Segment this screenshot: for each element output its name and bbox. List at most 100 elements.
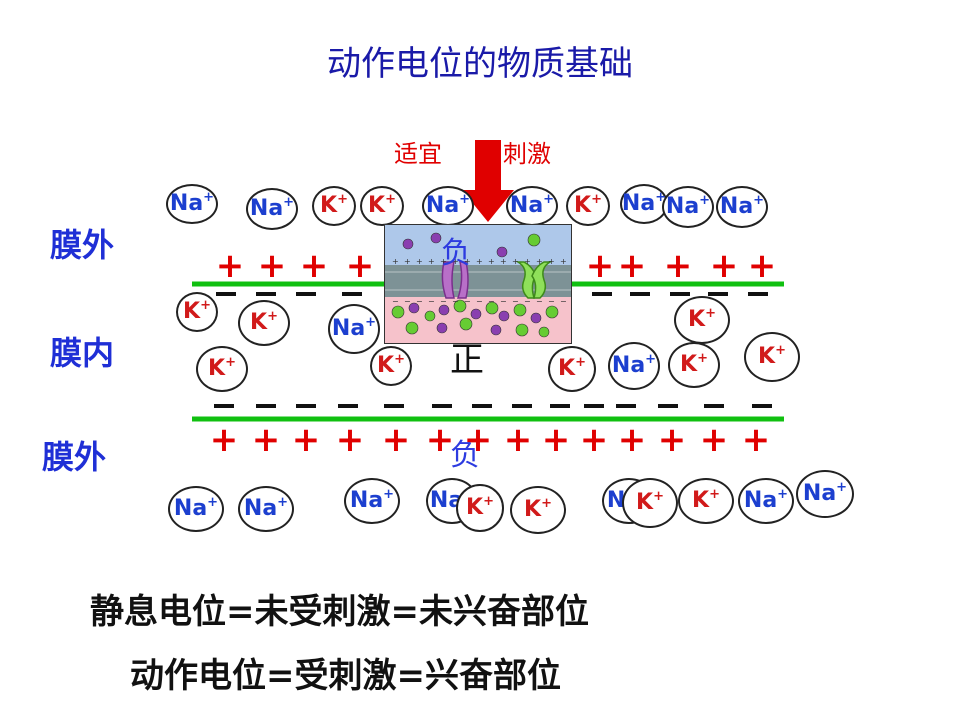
inset-minus-mark: −: [416, 297, 423, 306]
sodium-ion: Na+: [168, 486, 224, 532]
ion-label: Na+: [621, 190, 667, 216]
inset-particle: [408, 302, 420, 314]
minus-charge: [472, 404, 492, 408]
inset-plus-mark: +: [416, 257, 423, 266]
inset-plus-mark: +: [548, 257, 555, 266]
minus-charge: [384, 404, 404, 408]
minus-charges-bottom: [214, 404, 772, 408]
potassium-ion: K+: [238, 300, 290, 346]
inset-minus-mark: −: [512, 297, 519, 306]
inset-minus-mark: −: [464, 297, 471, 306]
minus-charge: [256, 404, 276, 408]
ion-channel-inset: +−+−+−+−+−+−+−+−+−+−+−+−+−+−+−: [384, 224, 572, 344]
plus-charge: +: [586, 246, 615, 286]
ion-label: Na+: [509, 192, 555, 218]
minus-charge: [216, 292, 236, 296]
inset-minus-mark: −: [428, 297, 435, 306]
inset-particle: [538, 326, 550, 338]
stimulus-arrow: [462, 140, 514, 222]
ion-label: K+: [688, 306, 716, 332]
na-channel-right: [456, 261, 469, 299]
label-outside-top: 膜外: [50, 226, 115, 264]
equation-resting: 静息电位=未受刺激=未兴奋部位: [90, 592, 589, 632]
plus-charges-bottom: ++++++++++++++: [210, 420, 771, 460]
sodium-ion: Na+: [328, 304, 380, 354]
minus-charge: [256, 292, 276, 296]
inset-particle: [438, 304, 450, 316]
potassium-ion: K+: [678, 478, 734, 524]
potassium-ion: K+: [456, 484, 504, 532]
inset-particle: [436, 322, 448, 334]
inset-plus-mark: +: [452, 257, 459, 266]
plus-charge: +: [742, 420, 771, 460]
inset-particle: [513, 303, 527, 317]
inset-minus-mark: −: [500, 297, 507, 306]
ion-label: K+: [680, 351, 708, 377]
negative-label-inset: 负: [441, 236, 471, 271]
potassium-ion: K+: [510, 486, 566, 534]
inset-particle: [405, 321, 419, 335]
inset-minus-mark: −: [536, 297, 543, 306]
minus-charge: [616, 404, 636, 408]
sodium-ion: Na+: [166, 184, 218, 224]
inset-particle: [459, 317, 473, 331]
minus-charge: [670, 292, 690, 296]
inset-particle: [527, 233, 541, 247]
plus-charge: +: [748, 246, 777, 286]
plus-charge: +: [700, 420, 729, 460]
potassium-ion: K+: [176, 292, 218, 332]
potassium-ion: K+: [196, 346, 248, 392]
inset-particle: [424, 310, 436, 322]
inset-minus-mark: −: [476, 297, 483, 306]
potassium-ion: K+: [370, 346, 412, 386]
plus-charge: +: [658, 420, 687, 460]
equation-action: 动作电位=受刺激=兴奋部位: [130, 656, 561, 696]
potassium-ion: K+: [674, 296, 730, 344]
minus-charge: [584, 404, 604, 408]
inset-plus-mark: +: [536, 257, 543, 266]
inset-minus-mark: −: [404, 297, 411, 306]
inset-plus-mark: +: [392, 257, 399, 266]
inset-plus-mark: +: [560, 257, 567, 266]
plus-charge: +: [618, 420, 647, 460]
plus-charges-top: +++++++++: [216, 246, 777, 286]
negative-label-outside: 负: [450, 438, 480, 473]
sodium-ion: Na+: [238, 486, 294, 532]
sodium-ion: Na+: [662, 186, 714, 228]
plus-charge: +: [210, 420, 239, 460]
plus-charge: +: [292, 420, 321, 460]
label-outside-bottom: 膜外: [42, 438, 107, 476]
ion-label: Na+: [349, 487, 395, 513]
minus-charge: [342, 292, 362, 296]
plus-charge: +: [300, 246, 329, 286]
ion-label: K+: [208, 355, 236, 381]
ion-label: Na+: [719, 193, 765, 219]
sodium-ion: Na+: [716, 186, 768, 228]
minus-charge: [512, 404, 532, 408]
inset-particle: [430, 232, 442, 244]
potassium-ion: K+: [566, 186, 610, 226]
inset-minus-mark: −: [452, 297, 459, 306]
minus-charge: [296, 404, 316, 408]
ion-label: Na+: [331, 315, 377, 341]
inset-plus-mark: +: [464, 257, 471, 266]
minus-charge: [704, 404, 724, 408]
inset-minus-mark: −: [524, 297, 531, 306]
inset-particle: [402, 238, 414, 250]
sodium-ion: Na+: [344, 478, 400, 524]
ion-label: K+: [758, 343, 786, 369]
stimulus-label-right: 刺激: [503, 140, 551, 168]
minus-charge: [550, 404, 570, 408]
inset-plus-mark: +: [524, 257, 531, 266]
minus-charge: [748, 292, 768, 296]
minus-charge: [592, 292, 612, 296]
inset-plus-mark: +: [428, 257, 435, 266]
inset-particles: [391, 232, 559, 338]
sodium-ion: Na+: [608, 342, 660, 390]
sodium-ion: Na+: [620, 184, 668, 224]
plus-charge: +: [710, 246, 739, 286]
inset-particle: [391, 305, 405, 319]
label-inside: 膜内: [50, 334, 115, 372]
ion-label: Na+: [249, 195, 295, 221]
